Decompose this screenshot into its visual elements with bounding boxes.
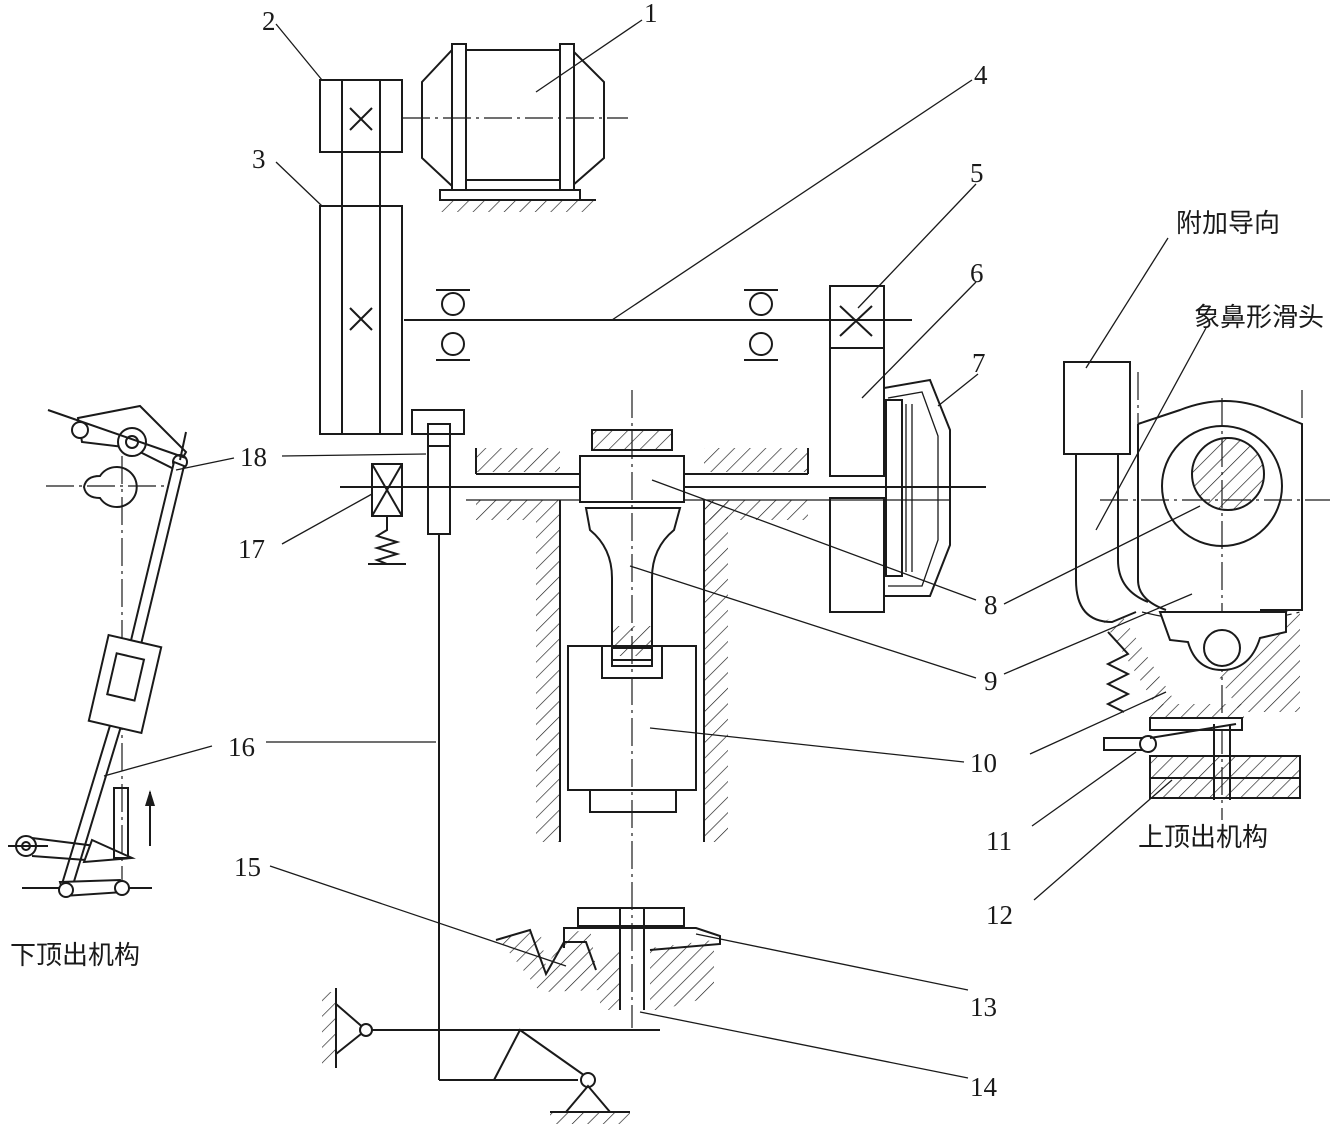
label-5: 5 (970, 158, 984, 188)
leader-lines (103, 19, 1207, 1079)
label-17: 17 (238, 534, 265, 564)
transmission-shaft (404, 289, 912, 361)
brake (368, 463, 406, 565)
label-9: 9 (984, 666, 998, 696)
label-3: 3 (252, 144, 266, 174)
annotation-lower-ejector: 下顶出机构 (10, 941, 140, 971)
ejector-tie-rod (438, 534, 578, 1081)
mechanism-annotations: 附加导向 象鼻形滑头 上顶出机构 下顶出机构 (10, 209, 1324, 971)
label-10: 10 (970, 748, 997, 778)
annotation-upper-ejector: 上顶出机构 (1138, 823, 1268, 853)
press-frame (475, 448, 809, 842)
lever-linkage (322, 988, 660, 1124)
label-16: 16 (228, 732, 255, 762)
annotation-extra-guide: 附加导向 (1176, 209, 1280, 239)
lower-die (495, 907, 721, 1010)
label-8: 8 (984, 590, 998, 620)
label-7: 7 (972, 348, 986, 378)
label-1: 1 (644, 0, 658, 28)
label-18: 18 (240, 442, 267, 472)
large-pulley (319, 152, 403, 435)
label-4: 4 (974, 60, 988, 90)
connecting-rod (584, 507, 682, 667)
label-15: 15 (234, 852, 261, 882)
pinion-gear (829, 285, 885, 349)
label-12: 12 (986, 900, 1013, 930)
large-gear (829, 347, 885, 613)
part-number-labels: 1 2 3 4 5 6 7 8 9 10 11 12 13 14 15 16 1… (228, 0, 1013, 1102)
upper-ejector-mechanism (1063, 361, 1330, 820)
lower-ejector-mechanism (8, 404, 188, 898)
cam (411, 409, 465, 535)
label-2: 2 (262, 6, 276, 36)
label-11: 11 (986, 826, 1012, 856)
label-14: 14 (970, 1072, 998, 1102)
small-pulley (319, 79, 403, 153)
crankshaft (340, 429, 986, 503)
electric-motor (402, 43, 628, 212)
label-6: 6 (970, 258, 984, 288)
annotation-elephant-slider: 象鼻形滑头 (1194, 303, 1324, 333)
label-13: 13 (970, 992, 997, 1022)
